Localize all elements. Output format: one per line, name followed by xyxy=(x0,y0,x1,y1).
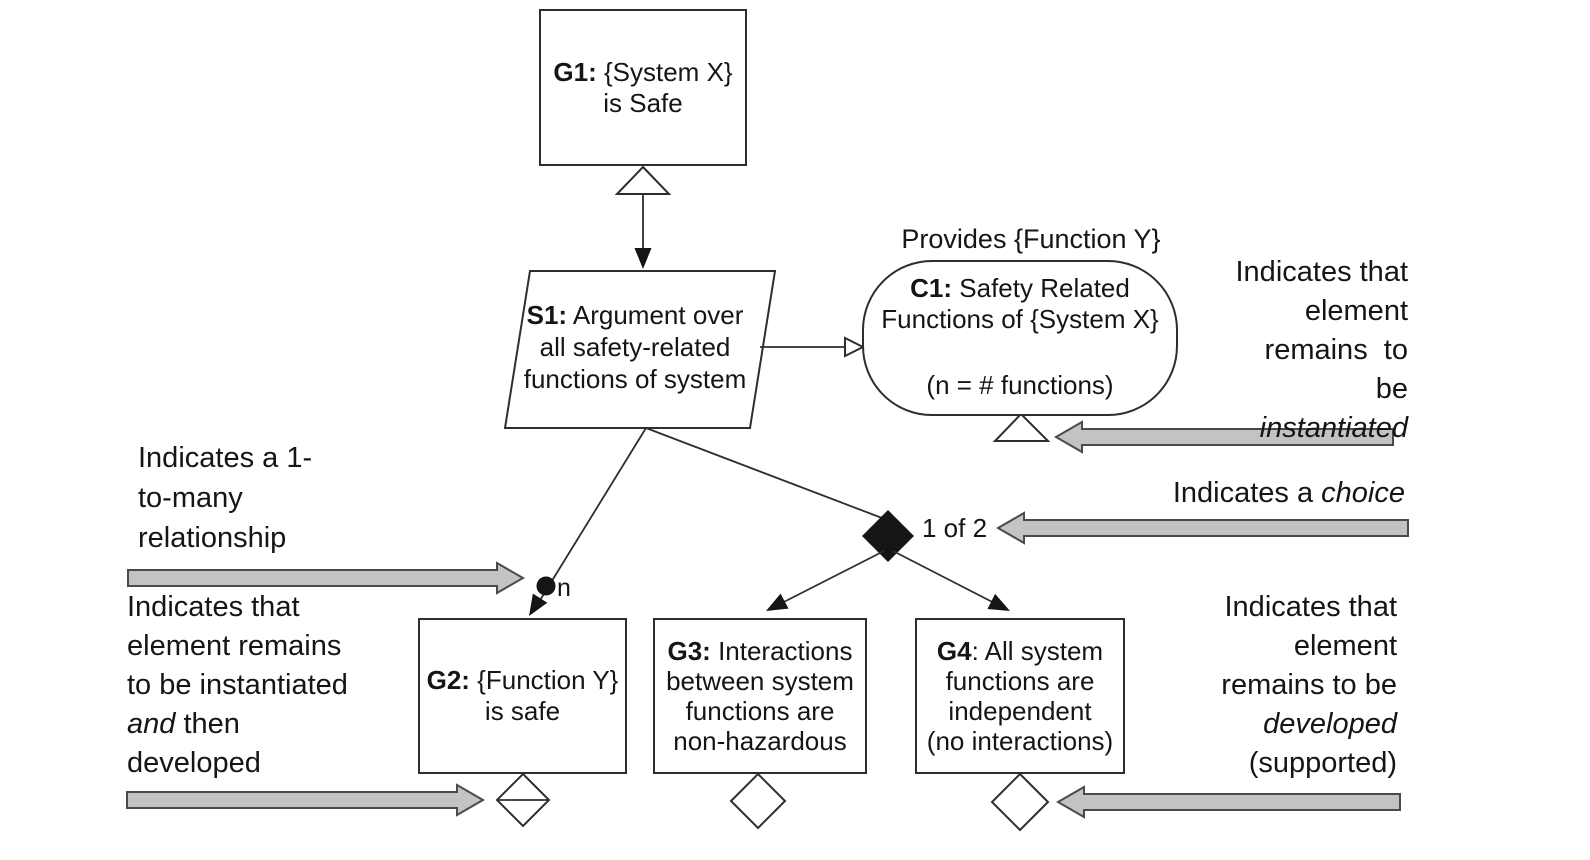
s1-line2: all safety-related xyxy=(539,332,731,362)
instantiated-annotation-arrow-icon xyxy=(1053,420,1394,454)
annotation-line: element xyxy=(1293,630,1397,662)
g3-line4: non-hazardous xyxy=(673,726,847,756)
g4-undeveloped-diamond-icon xyxy=(990,772,1050,832)
g1-line1: G1: {System X} xyxy=(553,56,733,87)
g1-line2: is Safe xyxy=(603,87,683,118)
c1-line1: C1: Safety Related xyxy=(910,273,1130,303)
goal-g4-box: G4: All system functions are independent… xyxy=(915,618,1125,774)
s1-choice-connector-line xyxy=(645,427,883,519)
instantiated-developed-annotation-arrow-icon xyxy=(126,783,486,817)
choice-g3-connector-line xyxy=(771,550,885,609)
annotation-line: and then xyxy=(127,708,240,740)
annotation-developed: Indicates that element remains to be dev… xyxy=(1067,588,1397,783)
annotation-line: remains to be xyxy=(1221,669,1397,701)
g3-line1: G3: Interactions xyxy=(667,636,853,666)
c1-note: (n = # functions) xyxy=(926,370,1114,400)
developed-annotation-arrow-icon xyxy=(1055,785,1401,819)
s1-strategy-parallelogram xyxy=(503,270,777,429)
choice-g4-solid-arrowhead-icon xyxy=(987,593,1010,611)
annotation-line: to-many xyxy=(138,482,243,514)
g4-line4: (no interactions) xyxy=(926,726,1114,756)
g2-line1: G2: {Function Y} xyxy=(426,665,619,695)
annotation-line: developed xyxy=(1263,708,1397,740)
choice-1of2-label: 1 of 2 xyxy=(922,513,988,543)
annotation-instantiated: Indicates that element remains to be ins… xyxy=(1078,253,1409,448)
multiplicity-dot-icon xyxy=(536,576,556,596)
goal-g2-box: G2: {Function Y} is safe xyxy=(418,618,627,774)
choice-g3-solid-arrowhead-icon xyxy=(766,593,789,611)
c1-uninstantiated-triangle-icon xyxy=(992,412,1051,442)
annotation-line: instantiated xyxy=(1259,412,1408,444)
g4-line3: independent xyxy=(948,696,1092,726)
choice-g4-connector-line xyxy=(892,550,1005,609)
annotation-line: Indicates that xyxy=(1235,256,1409,288)
annotation-line: element xyxy=(1304,295,1408,327)
goal-g1-box: G1: {System X} is Safe xyxy=(539,9,747,166)
g3-line3: functions are xyxy=(685,696,835,726)
annotation-choice: Indicates a choice xyxy=(1105,474,1405,513)
g4-line2: functions are xyxy=(945,666,1095,696)
g1-s1-solid-arrowhead-icon xyxy=(634,248,652,269)
annotation-line: Indicates a 1- xyxy=(138,442,313,474)
annotation-line: (supported) xyxy=(1248,747,1397,779)
context-c1-box: C1: Safety Related Functions of {System … xyxy=(862,260,1178,416)
annotation-instantiated-developed: Indicates that element remains to be ins… xyxy=(127,588,467,783)
annotation-line: relationship xyxy=(138,522,287,554)
annotation-one-to-many: Indicates a 1- to-many relationship xyxy=(138,438,478,558)
s1-line3: functions of system xyxy=(523,364,747,394)
annotation-line: to be instantiated xyxy=(127,669,348,701)
s1-g2-solid-arrowhead-icon xyxy=(529,593,548,616)
choice-diamond-icon xyxy=(862,510,914,562)
g1-uninstantiated-triangle-icon xyxy=(614,165,672,195)
g2-line2: is safe xyxy=(484,696,561,726)
strategy-s1-text: S1: Argument over all safety-related fun… xyxy=(505,299,765,395)
annotation-line: remains to xyxy=(1264,334,1408,366)
annotation-line: Indicates that xyxy=(1224,591,1398,623)
annotation-line: Indicates a choice xyxy=(1172,477,1405,509)
choice-annotation-arrow-icon xyxy=(995,511,1409,545)
g3-undeveloped-diamond-icon xyxy=(729,772,787,830)
multiplicity-n-label: n xyxy=(557,574,571,602)
annotation-line: be xyxy=(1375,373,1408,405)
annotation-line: element remains xyxy=(127,630,342,662)
g3-line2: between system xyxy=(666,666,854,696)
one-to-many-annotation-arrow-icon xyxy=(127,561,526,595)
s1-line1: S1: Argument over xyxy=(526,300,744,330)
c1-line2: Functions of {System X} xyxy=(881,304,1159,334)
annotation-line: developed xyxy=(127,747,261,779)
g4-line1: G4: All system xyxy=(936,636,1104,666)
annotation-line: Indicates that xyxy=(127,591,300,623)
goal-g3-box: G3: Interactions between system function… xyxy=(653,618,867,774)
s1-c1-hollow-arrowhead-icon xyxy=(844,336,866,358)
c1-provides-label: Provides {Function Y} xyxy=(901,224,1161,254)
